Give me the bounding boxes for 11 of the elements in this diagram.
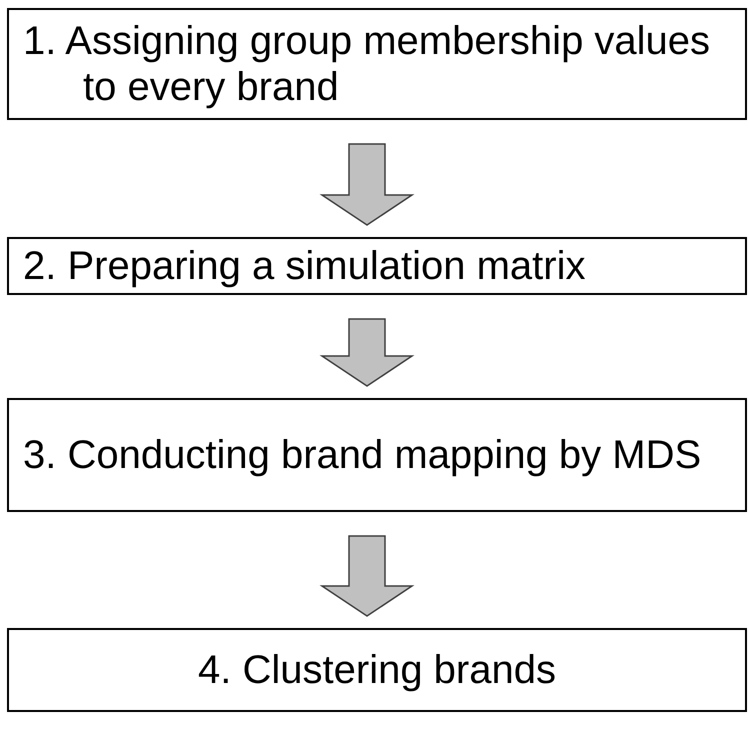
step-box xyxy=(7,8,747,120)
step-text: 2. Preparing a simulation matrix xyxy=(22,243,586,289)
block-arrow xyxy=(320,318,414,387)
step-text: 4. Clustering brands xyxy=(197,647,557,693)
step-box xyxy=(7,628,747,712)
block-arrow xyxy=(320,535,414,617)
block-arrow xyxy=(320,143,414,226)
step-box xyxy=(7,237,747,295)
step-box xyxy=(7,398,747,512)
step-text: 3. Conducting brand mapping by MDS xyxy=(22,432,702,478)
step-text: 1. Assigning group membership values to every brand xyxy=(22,18,712,110)
